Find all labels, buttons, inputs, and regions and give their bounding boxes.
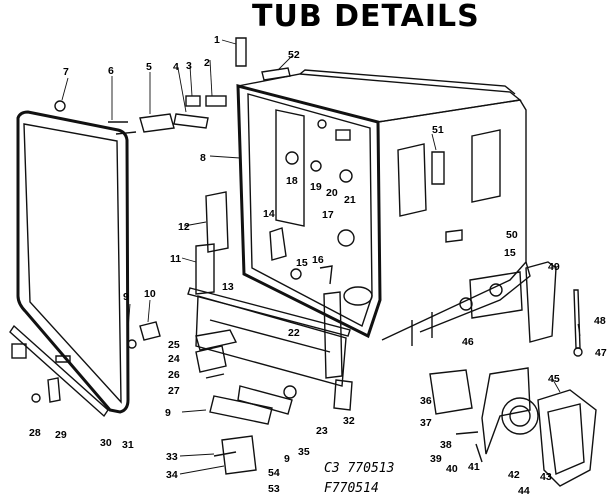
part-label: 24 [168,353,180,365]
part-label: 14 [263,208,275,220]
pump-motor-assembly [429,367,597,487]
part-label: 28 [29,427,41,439]
part-label: 9 [284,453,290,465]
part-label: 39 [430,453,442,465]
part-label: 33 [166,451,178,463]
part-label: 12 [178,221,190,233]
part-label: 51 [432,124,444,136]
part-label: 32 [343,415,355,427]
part-label: 11 [170,253,181,265]
part-label: 6 [108,65,114,77]
part-label: 46 [462,336,474,348]
hinge-assembly [54,37,291,135]
part-label: 49 [548,261,560,273]
part-label: 45 [548,373,560,385]
part-label: 18 [286,175,298,187]
part-labels: 1 2 3 4 5 6 7 8 9 9 9 10 11 12 13 14 15 … [29,34,607,496]
part-label: 50 [506,229,518,241]
part-label: 19 [310,181,322,193]
part-label: 52 [288,49,300,61]
part-label: 38 [440,439,452,451]
part-label: 29 [55,429,67,441]
part-label: 9 [165,407,171,419]
part-label: 9 [123,291,129,303]
side-bracket-left [195,191,229,295]
part-label: 25 [168,339,180,351]
part-label: 40 [446,463,458,475]
part-label: 31 [122,439,134,451]
part-label: 13 [222,281,234,293]
small-hardware [11,343,61,403]
leader-lines [61,39,581,475]
drawing-code: F770514 [324,481,379,496]
door-latch-parts [127,321,297,475]
part-label: 7 [63,66,69,78]
part-label: 41 [468,461,480,473]
part-label: 21 [344,194,356,206]
part-label: 54 [268,467,280,479]
part-label: 10 [144,288,156,300]
part-label: 27 [168,385,180,397]
part-label: 20 [326,187,338,199]
part-label: 23 [316,425,328,437]
part-label: 37 [420,417,432,429]
mounting-rail [187,287,351,387]
gasket-strip [9,324,109,418]
part-label: 43 [540,471,552,483]
part-label: 5 [146,61,152,73]
side-bracket-right [323,291,353,411]
part-label: 35 [298,446,310,458]
part-label: 42 [508,469,520,481]
part-label: 53 [268,483,280,495]
part-label: 8 [200,152,206,164]
inner-components [269,119,445,285]
model-code: C3 770513 [324,461,394,476]
part-label: 47 [595,347,607,359]
part-label: 4 [173,61,179,73]
part-label: 16 [312,254,324,266]
part-label: 26 [168,369,180,381]
door-gasket [16,110,130,414]
tub-body [236,69,531,346]
part-label: 17 [322,209,334,221]
part-label: 15 [296,257,308,269]
part-label: 3 [186,60,192,72]
part-label: 36 [420,395,432,407]
part-label: 34 [166,469,178,481]
right-side-parts [459,261,583,357]
part-label: 44 [518,485,530,496]
part-label: 30 [100,437,112,449]
diagram-title: TUB DETAILS [252,0,480,34]
part-label: 1 [214,34,220,46]
part-label: 22 [288,327,300,339]
part-label: 2 [204,57,210,69]
part-label: 48 [594,315,606,327]
part-label: 15 [504,247,516,259]
